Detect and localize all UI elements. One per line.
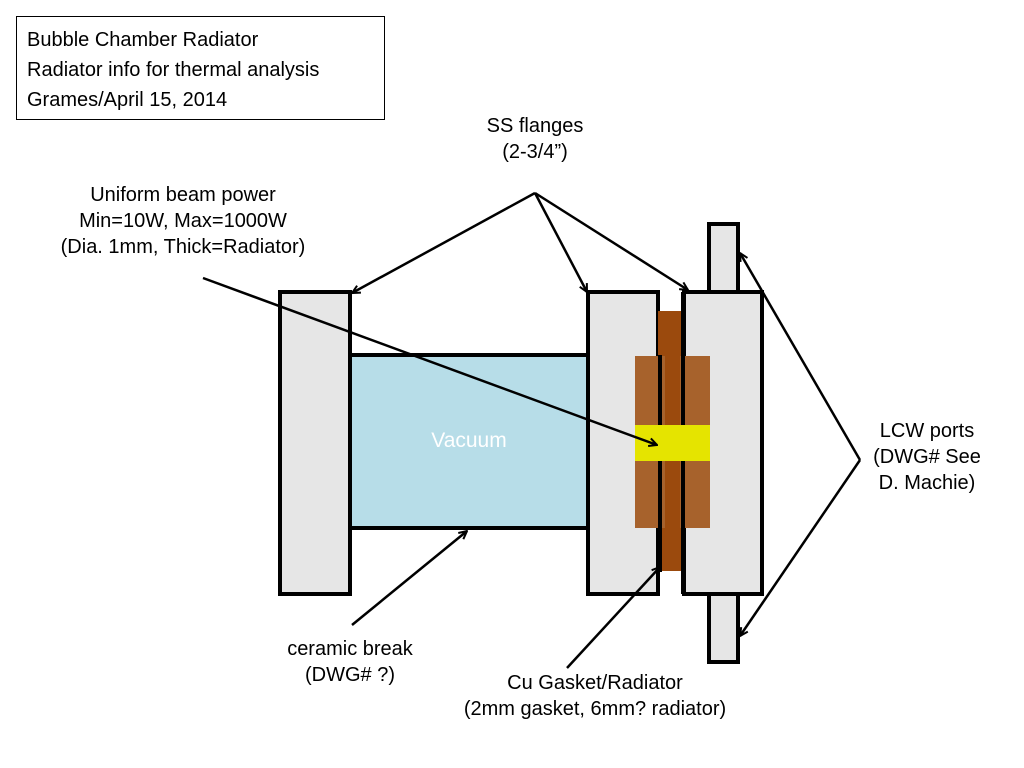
beam-power-line-3: (Dia. 1mm, Thick=Radiator) (60, 236, 306, 258)
title-line-3: Grames/April 15, 2014 (27, 89, 228, 111)
beam-spot (635, 425, 710, 461)
arrow-ss-middle (533, 192, 589, 292)
beam-power-label: Uniform beam power Min=10W, Max=1000W (D… (28, 182, 338, 260)
ss-flanges-line-1: SS flanges (486, 115, 584, 137)
title-box: Bubble Chamber Radiator Radiator info fo… (16, 16, 385, 120)
arrow-ss-right (534, 191, 688, 290)
arrow-lcw-bottom (740, 459, 862, 636)
title-line-2: Radiator info for thermal analysis (27, 59, 320, 81)
arrow-lcw-top (740, 253, 862, 461)
left-flange (278, 290, 352, 596)
beam-power-line-1: Uniform beam power (90, 184, 276, 206)
beam-power-line-2: Min=10W, Max=1000W (79, 210, 287, 232)
lcw-ports-line-1: LCW ports (879, 420, 975, 442)
vacuum-label: Vacuum (431, 429, 507, 452)
ss-flanges-label: SS flanges (2-3/4”) (455, 113, 615, 165)
ceramic-break-label: ceramic break (DWG# ?) (265, 636, 435, 688)
arrow-gasket (566, 567, 660, 669)
ceramic-break-line-2: (DWG# ?) (305, 664, 395, 686)
lcw-ports-line-3: D. Machie) (878, 472, 976, 494)
cu-gasket-label: Cu Gasket/Radiator (2mm gasket, 6mm? rad… (432, 670, 758, 722)
lcw-port-bottom (707, 590, 740, 664)
cu-gasket-line-2: (2mm gasket, 6mm? radiator) (463, 698, 727, 720)
title-line-1: Bubble Chamber Radiator (27, 29, 259, 51)
arrow-beam (202, 276, 657, 445)
lcw-ports-label: LCW ports (DWG# See D. Machie) (862, 418, 992, 496)
arrow-ss-left (352, 191, 536, 295)
vacuum-chamber (348, 353, 590, 530)
lcw-ports-line-2: (DWG# See (873, 446, 981, 468)
ss-flanges-line-2: (2-3/4”) (502, 141, 568, 163)
arrow-ceramic (351, 531, 467, 626)
ceramic-break-line-1: ceramic break (287, 638, 413, 660)
cu-gasket-line-1: Cu Gasket/Radiator (507, 672, 683, 694)
lcw-port-top (707, 222, 740, 296)
